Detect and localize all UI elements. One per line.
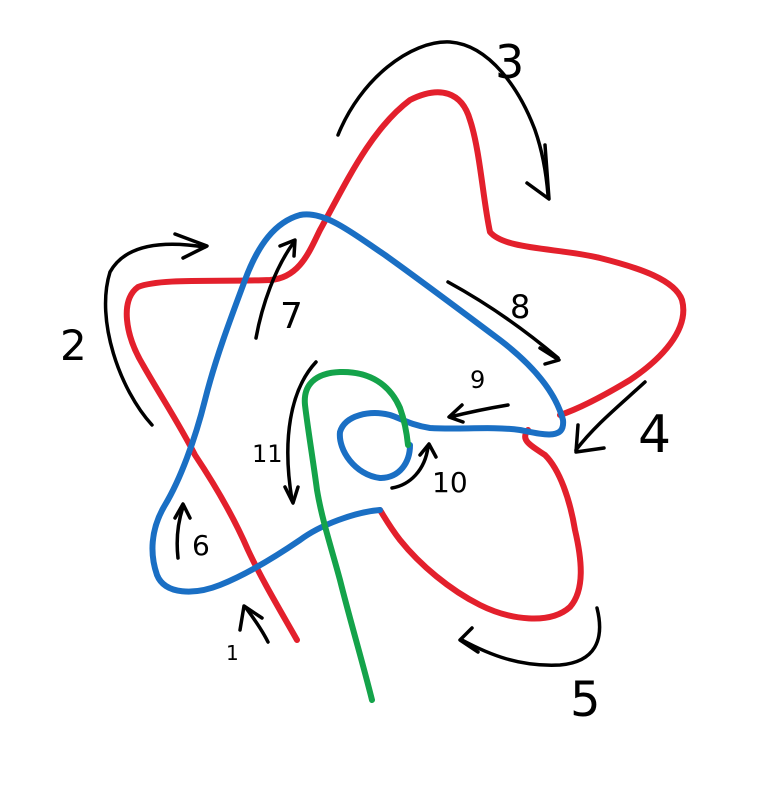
arrow-4 <box>574 380 647 454</box>
step-label-8: 8 <box>510 288 530 326</box>
arrow-5 <box>458 606 602 667</box>
red-strand-lower <box>377 427 584 622</box>
step-label-1: 1 <box>226 641 239 665</box>
arrow-3 <box>336 40 551 201</box>
step-label-2: 2 <box>60 321 87 370</box>
step-label-5: 5 <box>570 672 601 728</box>
red-strand <box>123 89 687 643</box>
step-label-10: 10 <box>432 466 468 499</box>
step-label-11: 11 <box>252 440 283 468</box>
step-label-7: 7 <box>280 296 303 337</box>
arrow-10 <box>390 442 438 490</box>
arrow-1 <box>238 604 270 644</box>
arrow-11 <box>283 360 318 505</box>
green-strand <box>301 368 411 703</box>
step-label-9: 9 <box>470 366 485 394</box>
arrow-7 <box>254 238 297 340</box>
step-label-3: 3 <box>495 35 524 89</box>
arrow-6 <box>173 502 192 560</box>
step-label-6: 6 <box>192 529 210 562</box>
step-label-4: 4 <box>638 405 671 465</box>
arrow-9 <box>447 403 510 424</box>
arrow-8 <box>446 280 561 366</box>
blue-strand <box>149 211 567 595</box>
arrow-2 <box>103 232 209 427</box>
